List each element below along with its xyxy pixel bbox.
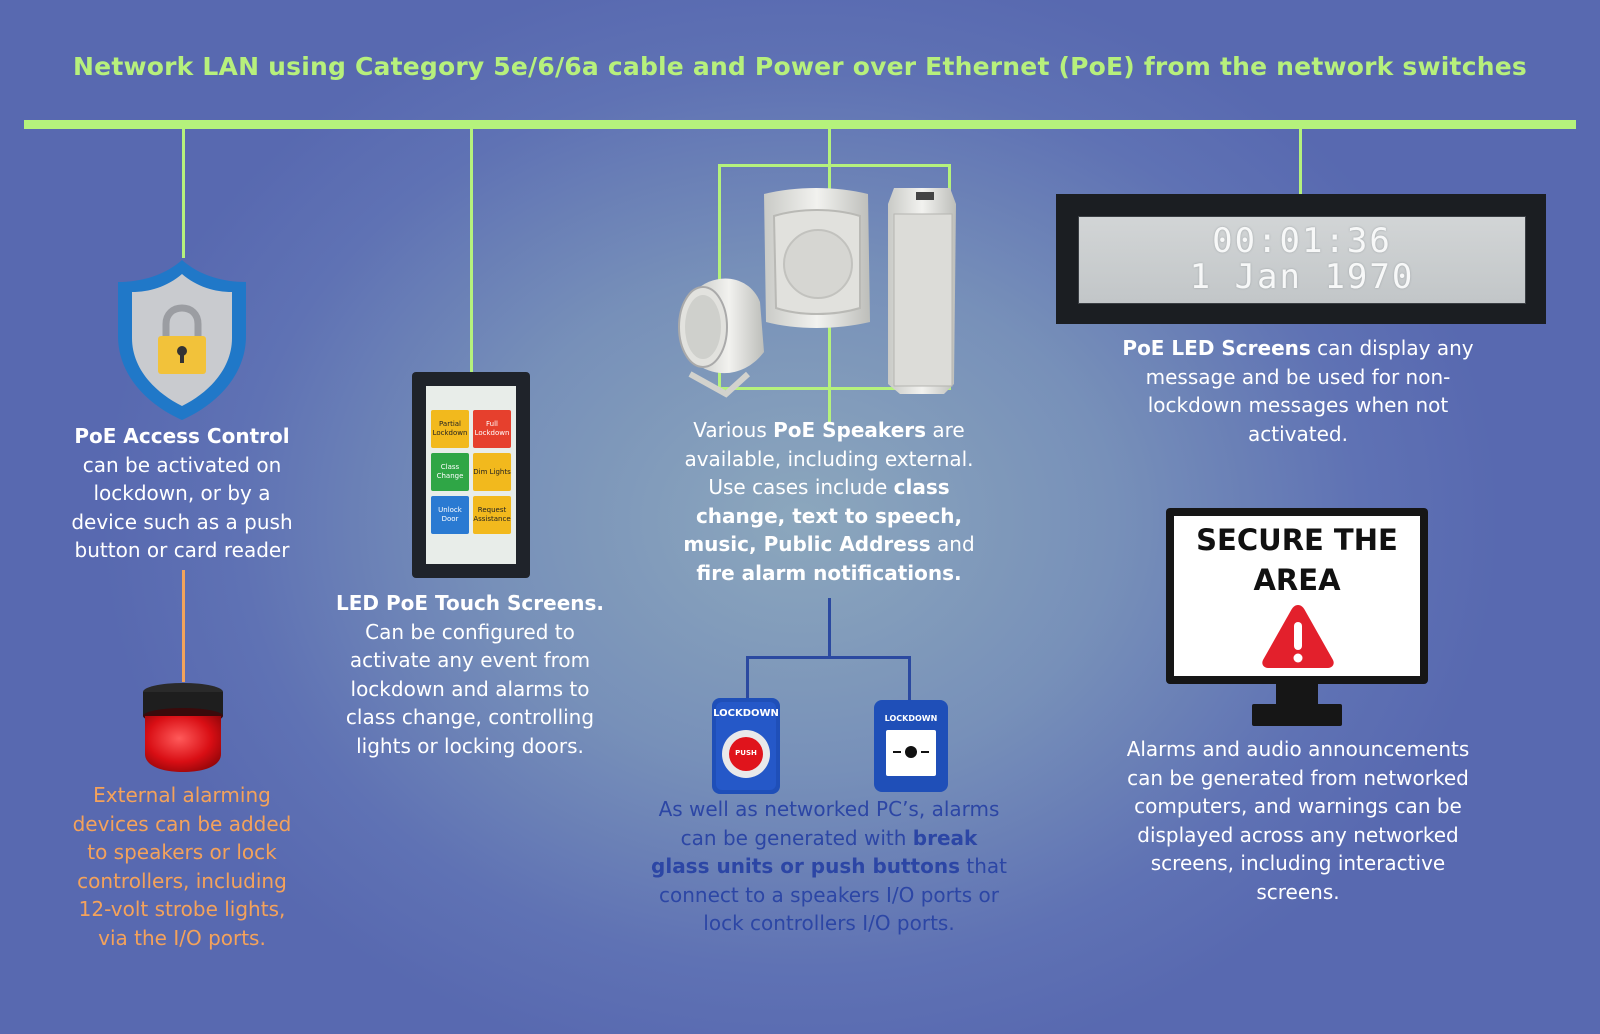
- diagram-title: Network LAN using Category 5e/6/6a cable…: [73, 52, 1527, 81]
- drop-line-access: [182, 128, 185, 258]
- drop-line-touch: [470, 128, 473, 372]
- access-control-description: PoE Access Control can be activated on l…: [62, 422, 302, 565]
- speaker-bracket: [718, 164, 951, 167]
- strobe-light-icon: [138, 682, 228, 774]
- break-glass-window: [886, 730, 936, 776]
- touch-button[interactable]: Full Lockdown: [473, 410, 511, 448]
- push-buttons-text-2: that connect to a speakers I/O ports or …: [659, 854, 1007, 935]
- access-control-title: PoE Access Control: [74, 424, 290, 448]
- io-connector-line: [746, 656, 910, 659]
- touch-button[interactable]: Class Change: [431, 453, 469, 491]
- led-screen-device: 00:01:36 1 Jan 1970: [1056, 194, 1546, 324]
- push-label: PUSH: [735, 749, 757, 757]
- touch-button[interactable]: Partial Lockdown: [431, 410, 469, 448]
- push-buttons-description: As well as networked PC’s, alarms can be…: [648, 795, 1010, 938]
- shield-lock-icon: [116, 258, 248, 422]
- speakers-use-cases: class change, text to speech, music, Pub…: [683, 475, 963, 556]
- speakers-fire-alarm: fire alarm notifications.: [696, 560, 962, 585]
- computer-monitor: SECURE THE AREA: [1166, 508, 1428, 684]
- speaker-bracket: [718, 164, 721, 390]
- push-buttons-text-1: As well as networked PC’s, alarms can be…: [658, 797, 1000, 850]
- io-connector-line: [908, 656, 911, 700]
- lockdown-label: LOCKDOWN: [884, 714, 938, 723]
- led-screens-text: can display any message and be used for …: [1145, 336, 1474, 446]
- drop-line-led: [1299, 128, 1302, 194]
- push-button-icon[interactable]: PUSH: [722, 730, 770, 778]
- speaker-bracket: [718, 387, 951, 390]
- touch-button[interactable]: Unlock Door: [431, 496, 469, 534]
- speakers-title: PoE Speakers: [773, 418, 927, 442]
- speakers-text-3: and: [930, 532, 975, 556]
- push-buttons-title: break glass units or push buttons: [651, 825, 978, 879]
- speakers-text-2: are available, including external. Use c…: [684, 418, 974, 499]
- io-connector-line: [182, 570, 185, 682]
- speakers-icon: [676, 184, 990, 412]
- led-display-time: 00:01:36: [1212, 221, 1392, 261]
- monitor-warning-text: SECURE THE AREA: [1196, 523, 1398, 597]
- touch-screen-text: Can be configured to activate any event …: [345, 619, 595, 758]
- break-glass-unit[interactable]: LOCKDOWN: [874, 700, 948, 792]
- network-bus-line: [24, 120, 1576, 129]
- led-display-date: 1 Jan 1970: [1189, 257, 1415, 297]
- touch-screen-description: LED PoE Touch Screens. Can be configured…: [332, 589, 608, 760]
- touch-button[interactable]: Dim Lights: [473, 453, 511, 491]
- io-connector-line: [828, 598, 831, 658]
- led-screens-title: PoE LED Screens: [1122, 336, 1311, 360]
- speakers-description: Various PoE Speakers are available, incl…: [664, 416, 994, 587]
- monitor-base: [1252, 704, 1342, 726]
- access-control-text: can be activated on lockdown, or by a de…: [71, 452, 293, 563]
- touch-screen-title: LED PoE Touch Screens.: [335, 591, 604, 615]
- external-alarm-description: External alarming devices can be added t…: [72, 783, 292, 950]
- io-connector-line: [746, 656, 749, 698]
- speakers-text-1: Various: [693, 418, 774, 442]
- warning-triangle-icon: [1260, 602, 1336, 670]
- touch-screen-device: Partial Lockdown Full Lockdown Class Cha…: [412, 372, 530, 578]
- led-screens-description: PoE LED Screens can display any message …: [1116, 334, 1480, 448]
- lockdown-label: LOCKDOWN: [713, 708, 779, 719]
- touch-button[interactable]: Request Assistance: [473, 496, 511, 534]
- lockdown-push-button[interactable]: LOCKDOWN PUSH: [712, 698, 780, 794]
- computers-description: Alarms and audio announcements can be ge…: [1126, 737, 1470, 904]
